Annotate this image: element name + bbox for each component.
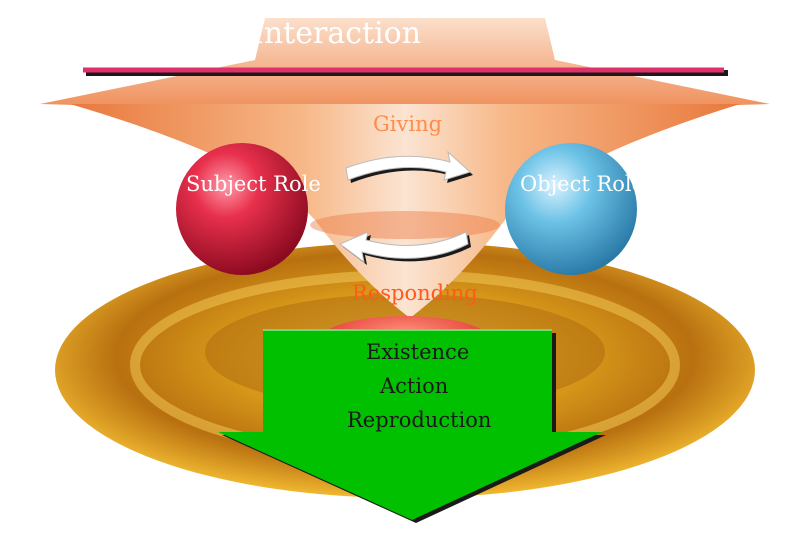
subject-role-label: Subject Role (186, 172, 321, 196)
result-action-label: Action (380, 374, 449, 398)
diagram-title: Interaction (252, 16, 422, 51)
result-existence-label: Existence (366, 340, 470, 364)
curved-left-arrow-icon (339, 231, 471, 265)
subject-role-sphere (176, 143, 308, 275)
object-role-sphere (505, 143, 637, 275)
funnel-band (310, 211, 500, 239)
giving-label: Giving (373, 112, 443, 136)
result-reproduction-label: Reproduction (347, 408, 492, 432)
responding-label: Responding (352, 281, 478, 305)
curved-right-arrow-icon (345, 150, 473, 183)
result-arrow (218, 329, 606, 523)
funnel-top (40, 18, 770, 112)
object-role-label: Object Role (520, 172, 645, 196)
